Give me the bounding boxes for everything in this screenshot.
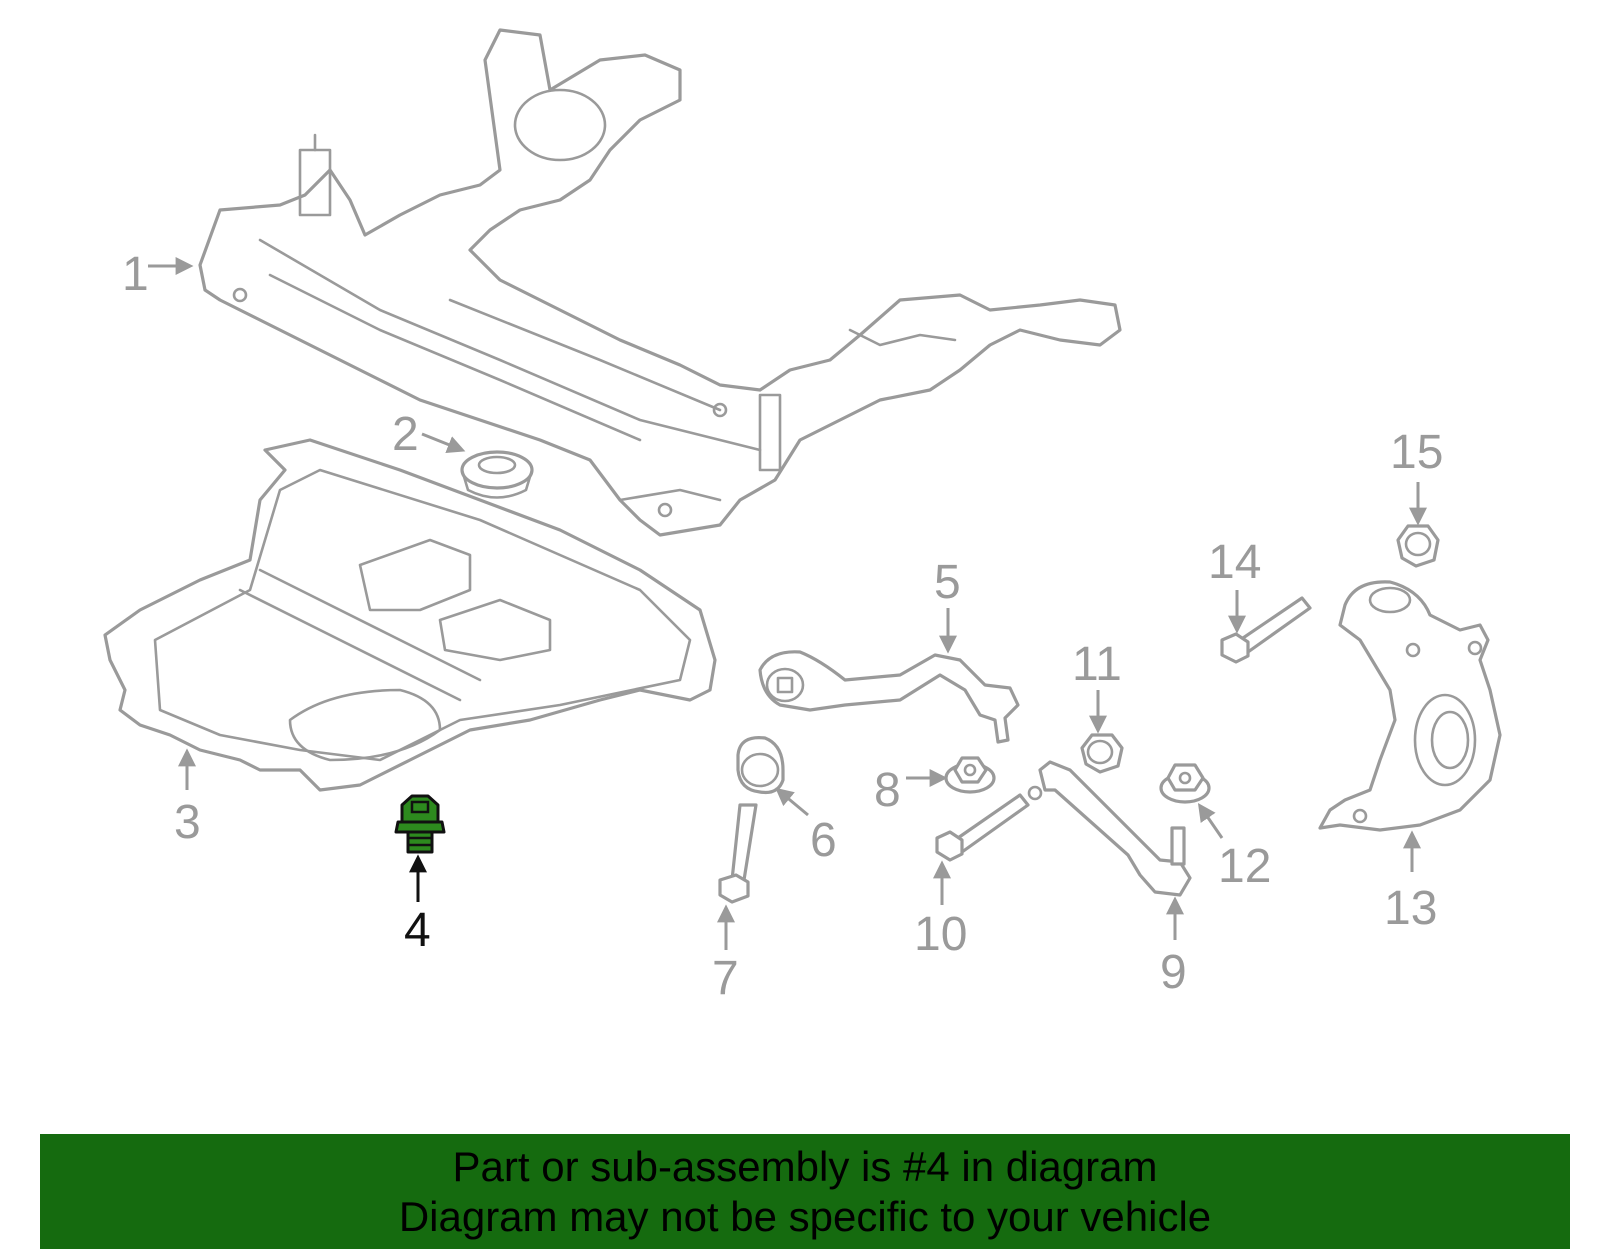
part-4-bolt[interactable] bbox=[394, 794, 446, 854]
part-10-bolt[interactable] bbox=[935, 793, 1030, 862]
part-13-knuckle[interactable] bbox=[1318, 580, 1502, 832]
callout-11[interactable]: 11 bbox=[1072, 638, 1122, 691]
part-9-strut[interactable] bbox=[1027, 760, 1192, 897]
part-3-underbody-shield[interactable] bbox=[103, 438, 717, 792]
part-8-nut[interactable] bbox=[944, 756, 996, 794]
part-14-bolt[interactable] bbox=[1220, 596, 1312, 664]
part-15-nut[interactable] bbox=[1396, 524, 1440, 568]
info-banner: Part or sub-assembly is #4 in diagram Di… bbox=[40, 1134, 1570, 1249]
callout-arrow-6 bbox=[775, 787, 809, 817]
callout-13[interactable]: 13 bbox=[1384, 882, 1437, 935]
part-5-control-arm[interactable] bbox=[758, 650, 1020, 744]
callout-12[interactable]: 12 bbox=[1218, 840, 1271, 893]
callout-5[interactable]: 5 bbox=[934, 556, 961, 609]
callout-15[interactable]: 15 bbox=[1390, 426, 1443, 479]
callout-1[interactable]: 1 bbox=[122, 248, 149, 301]
part-11-nut[interactable] bbox=[1080, 733, 1124, 774]
callout-2[interactable]: 2 bbox=[392, 408, 419, 461]
callout-6[interactable]: 6 bbox=[810, 814, 837, 867]
callout-arrow-12 bbox=[1197, 803, 1224, 839]
callout-9[interactable]: 9 bbox=[1160, 946, 1187, 999]
callout-3[interactable]: 3 bbox=[174, 796, 201, 849]
part-1-subframe[interactable] bbox=[198, 28, 1122, 537]
banner-line-1: Part or sub-assembly is #4 in diagram bbox=[452, 1143, 1158, 1190]
part-12-nut[interactable] bbox=[1159, 763, 1211, 804]
banner-line-2: Diagram may not be specific to your vehi… bbox=[398, 1193, 1212, 1240]
parts-diagram: 1 2 3 4 5 6 7 8 9 10 11 12 13 14 15 bbox=[103, 28, 1502, 1005]
callout-7[interactable]: 7 bbox=[712, 952, 739, 1005]
callout-14[interactable]: 14 bbox=[1208, 536, 1261, 589]
callout-4[interactable]: 4 bbox=[404, 904, 431, 957]
part-6-bushing[interactable] bbox=[736, 736, 785, 795]
part-2-mount[interactable] bbox=[460, 450, 534, 499]
callout-8[interactable]: 8 bbox=[874, 764, 901, 817]
callout-arrow-2 bbox=[421, 432, 466, 454]
callout-10[interactable]: 10 bbox=[914, 908, 967, 961]
part-7-bolt[interactable] bbox=[718, 803, 758, 904]
